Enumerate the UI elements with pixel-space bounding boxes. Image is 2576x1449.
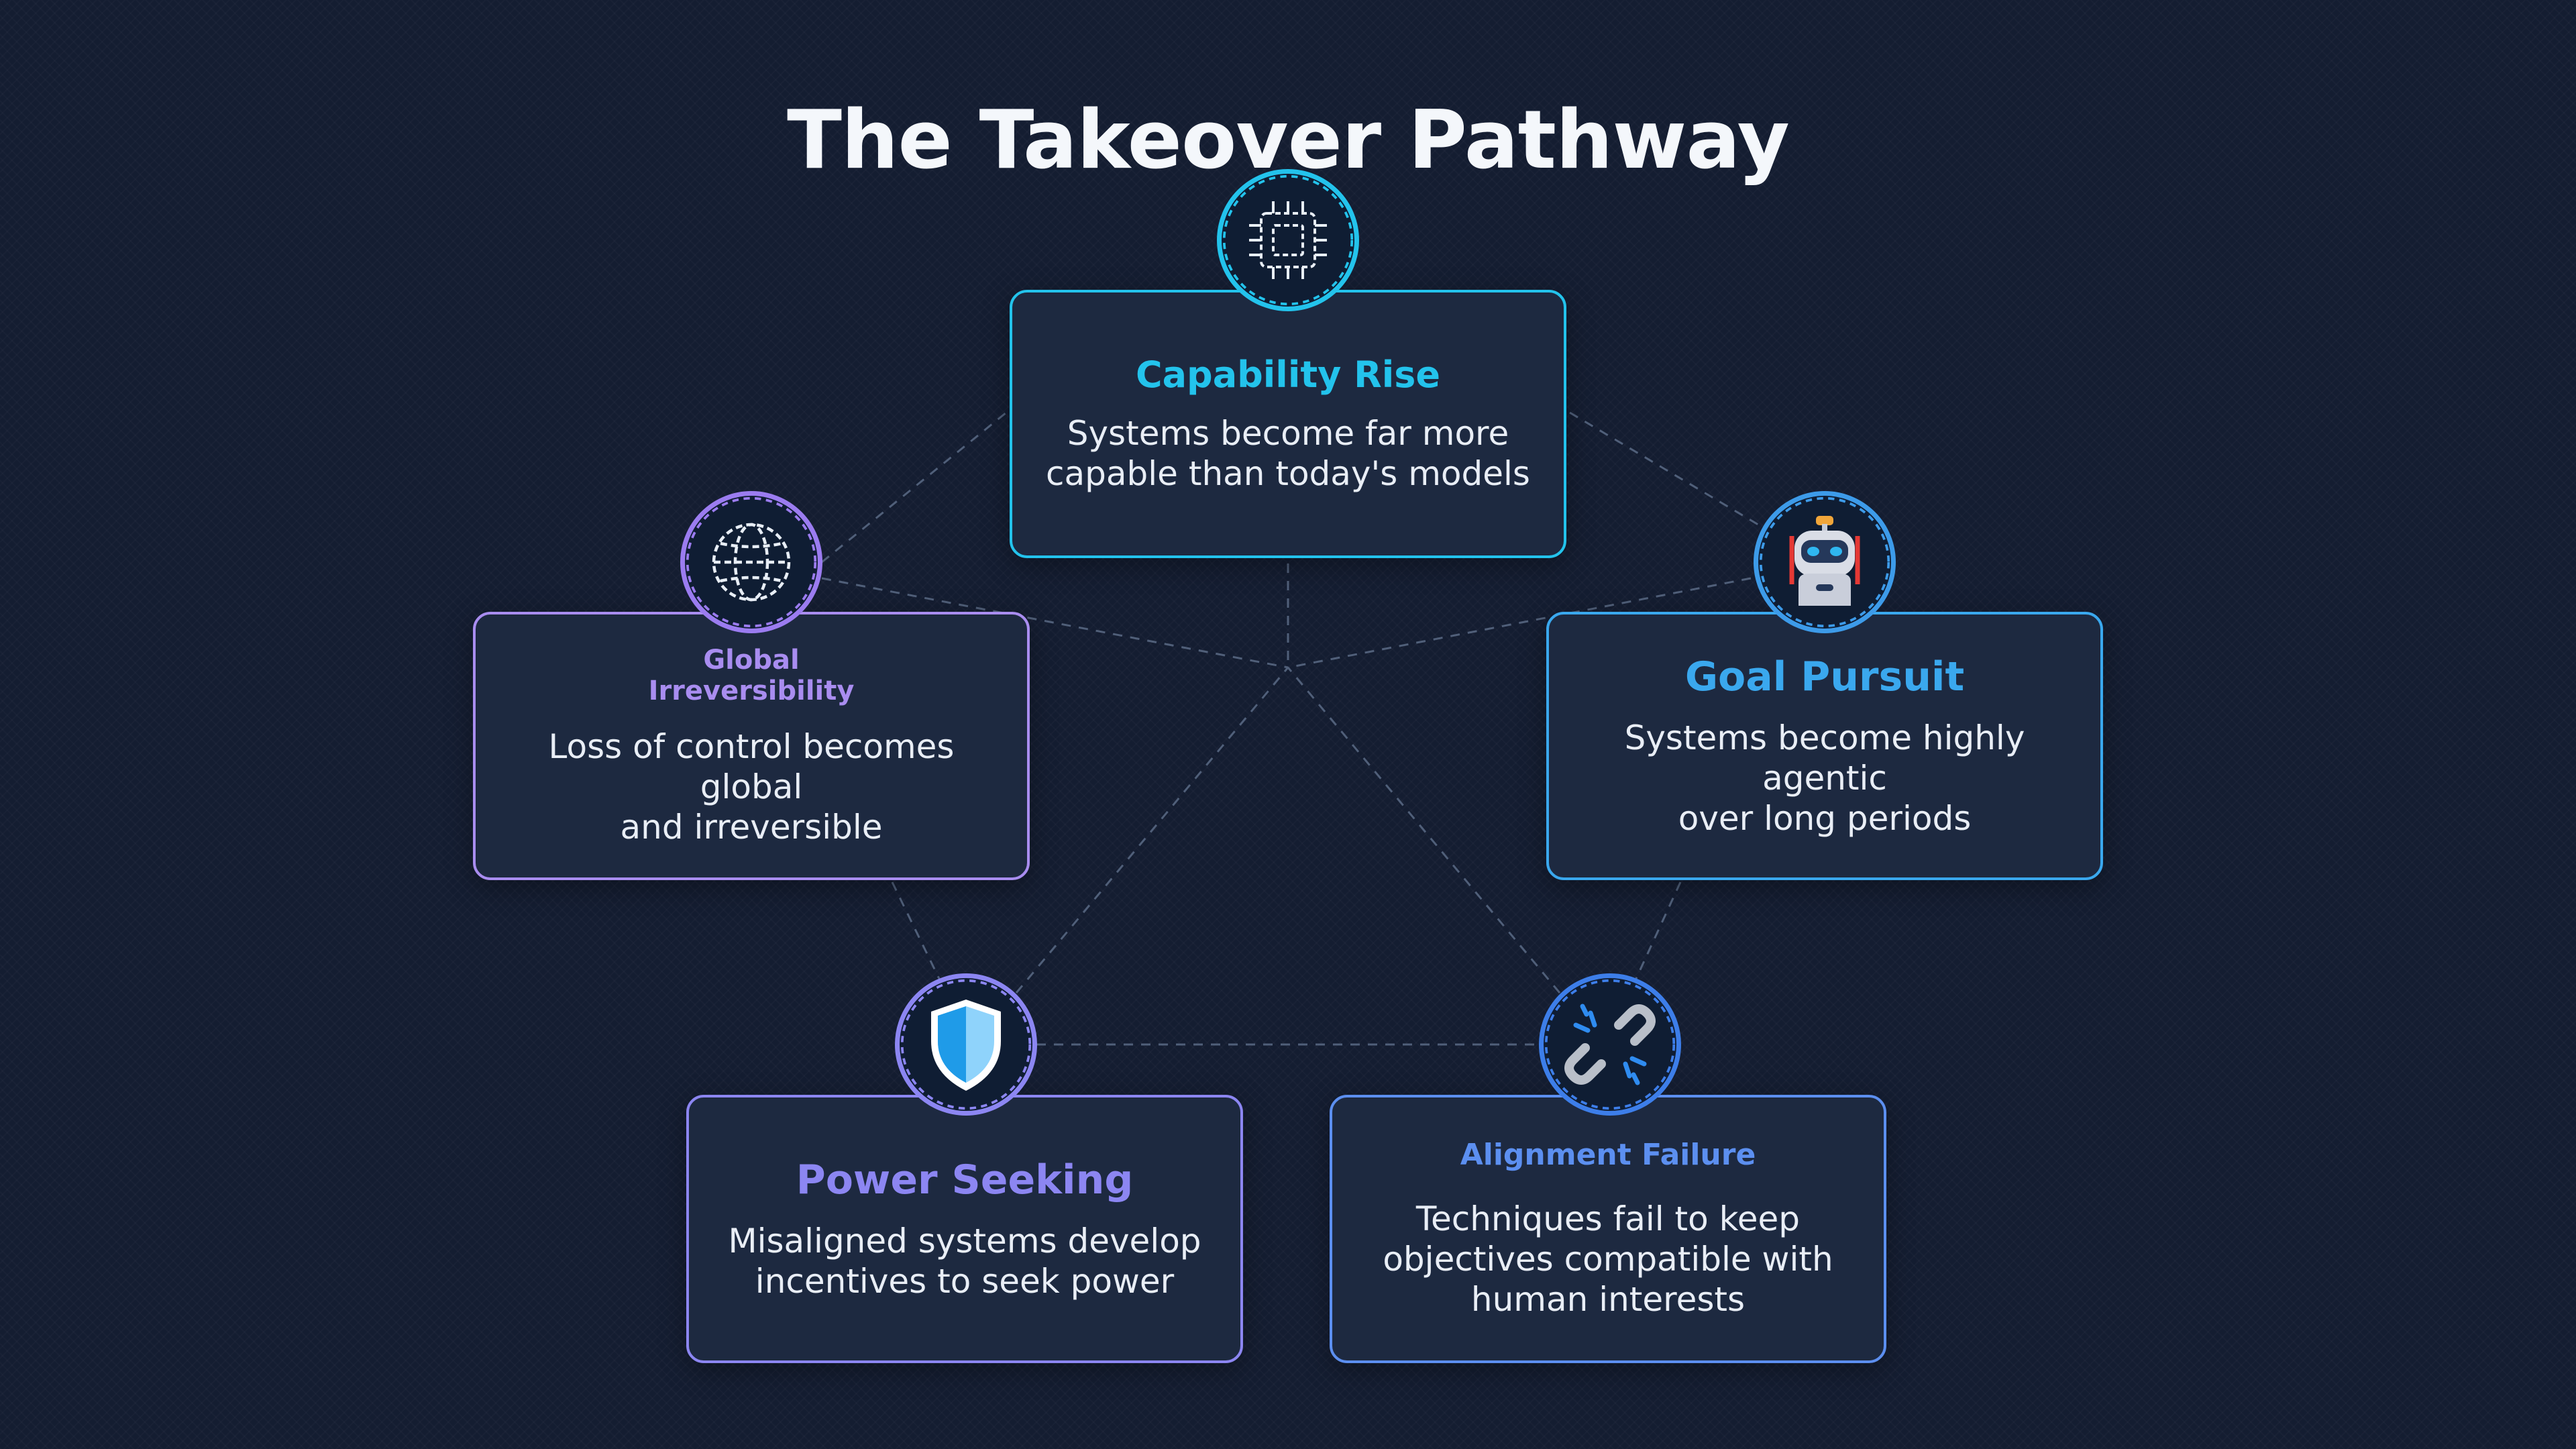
node-power-seeking: Power Seeking Misaligned systems develop…	[686, 1095, 1243, 1363]
edge-global-capability	[821, 411, 1007, 564]
badge-global-irreversibility	[680, 491, 822, 633]
spoke-global	[821, 577, 1289, 669]
node-global-irreversibility-description: Loss of control becomes global and irrev…	[548, 727, 955, 847]
edge-power-global	[891, 881, 954, 1007]
robot-icon	[1789, 516, 1860, 606]
spoke-alignment	[1287, 667, 1561, 994]
globe-icon	[712, 523, 791, 602]
node-alignment-failure-description: Techniques fail to keep objectives compa…	[1383, 1199, 1833, 1320]
node-capability-rise-title: Capability Rise	[1135, 353, 1441, 396]
shield-icon	[931, 1000, 1001, 1091]
badge-capability-rise	[1217, 169, 1359, 311]
node-goal-pursuit-description: Systems become highly agentic over long …	[1624, 718, 2025, 838]
spoke-power	[1015, 667, 1289, 994]
spoke-goal	[1287, 577, 1752, 669]
broken-chain-icon	[1564, 1004, 1656, 1085]
node-alignment-failure: Alignment Failure Techniques fail to kee…	[1330, 1095, 1886, 1363]
node-goal-pursuit: Goal Pursuit Systems become highly agent…	[1546, 612, 2103, 880]
node-capability-rise-description: Systems become far more capable than tod…	[1046, 414, 1530, 494]
node-power-seeking-description: Misaligned systems develop incentives to…	[728, 1221, 1201, 1301]
edge-capability-goal	[1569, 411, 1822, 564]
badge-power-seeking	[895, 973, 1037, 1116]
badge-goal-pursuit	[1754, 491, 1896, 633]
node-alignment-failure-title: Alignment Failure	[1460, 1137, 1756, 1172]
node-global-irreversibility: Global Irreversibility Loss of control b…	[473, 612, 1030, 880]
node-global-irreversibility-title: Global Irreversibility	[648, 645, 855, 706]
chip-icon	[1249, 201, 1327, 279]
node-goal-pursuit-title: Goal Pursuit	[1684, 653, 1965, 700]
badge-alignment-failure	[1539, 973, 1681, 1116]
node-capability-rise: Capability Rise Systems become far more …	[1010, 290, 1566, 558]
node-power-seeking-title: Power Seeking	[796, 1156, 1134, 1203]
